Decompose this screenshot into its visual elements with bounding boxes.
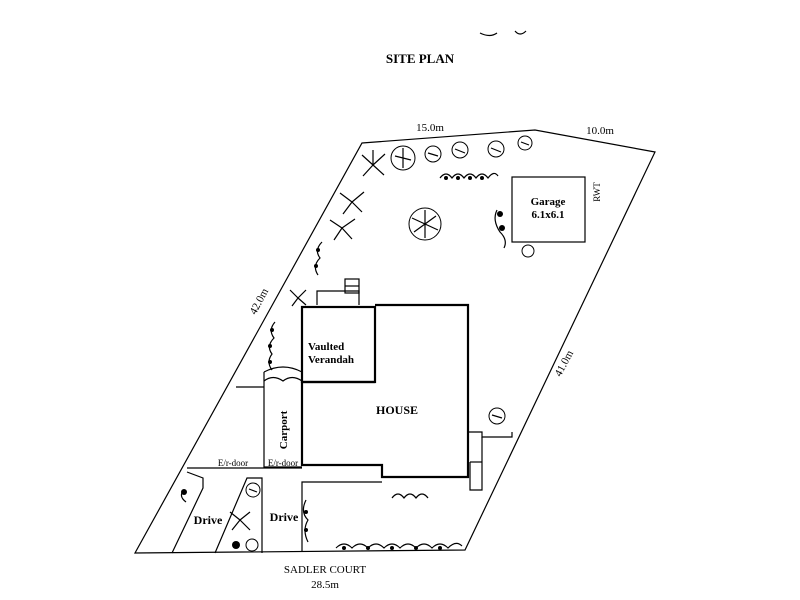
hedge-icon (391, 493, 429, 499)
house-outer-right (468, 431, 513, 438)
carport (263, 372, 302, 468)
garage (511, 176, 586, 243)
rwt-label: RWT (592, 182, 602, 202)
garage-label: Garage (531, 196, 566, 208)
hedge-icon (439, 172, 499, 180)
dimension-right-side: 41.0m (553, 348, 577, 379)
hedge-icon (335, 542, 463, 550)
garage-size: 6.1x6.1 (532, 209, 565, 221)
property-boundary (133, 129, 656, 554)
hedge-icon (302, 499, 309, 543)
shrub-icon (390, 145, 416, 171)
tree-icon (408, 207, 442, 241)
palm-icon (329, 191, 365, 241)
house-outer-right-wall (469, 437, 483, 491)
shrub-icon (451, 141, 469, 159)
shrub-icon (424, 145, 442, 163)
shrub-icon (232, 538, 259, 552)
dimension-top-left: 15.0m (416, 122, 444, 134)
carport-arch (263, 366, 303, 373)
front-fence (301, 481, 382, 552)
drive-strip-left (171, 471, 204, 554)
door-label-right: E/r-door (268, 458, 298, 468)
palm-icon (361, 150, 386, 177)
scan-fragment (514, 30, 527, 35)
verandah-label-2: Verandah (308, 354, 354, 366)
palm-icon (289, 289, 307, 307)
verandah-label-1: Vaulted (308, 341, 344, 353)
carport-door-swing (263, 376, 303, 382)
scan-fragment (479, 32, 498, 37)
dimension-bottom: 28.5m (311, 579, 339, 591)
house-outer-top (316, 290, 360, 305)
door-label-left: E/r-door (218, 458, 248, 468)
shrub-icon (494, 209, 506, 249)
shrub-icon (487, 140, 505, 158)
carport-label: Carport (278, 410, 290, 449)
street-name: SADLER COURT (284, 564, 366, 576)
shrub-icon (488, 407, 506, 425)
drive-strip-right (214, 477, 263, 554)
hedge-icon (268, 321, 276, 371)
house-label: HOUSE (376, 403, 418, 417)
dimension-top-right: 10.0m (586, 125, 614, 137)
drive-label-left: Drive (194, 513, 223, 527)
shrub-icon (245, 482, 261, 498)
hedge-icon (314, 241, 323, 276)
shrub-icon (517, 135, 533, 151)
drive-label-right: Drive (270, 510, 299, 524)
page-title: SITE PLAN (386, 51, 455, 66)
house (300, 303, 470, 479)
shrub-icon (180, 489, 187, 503)
shrub-icon (521, 244, 535, 258)
palm-icon (229, 511, 251, 531)
